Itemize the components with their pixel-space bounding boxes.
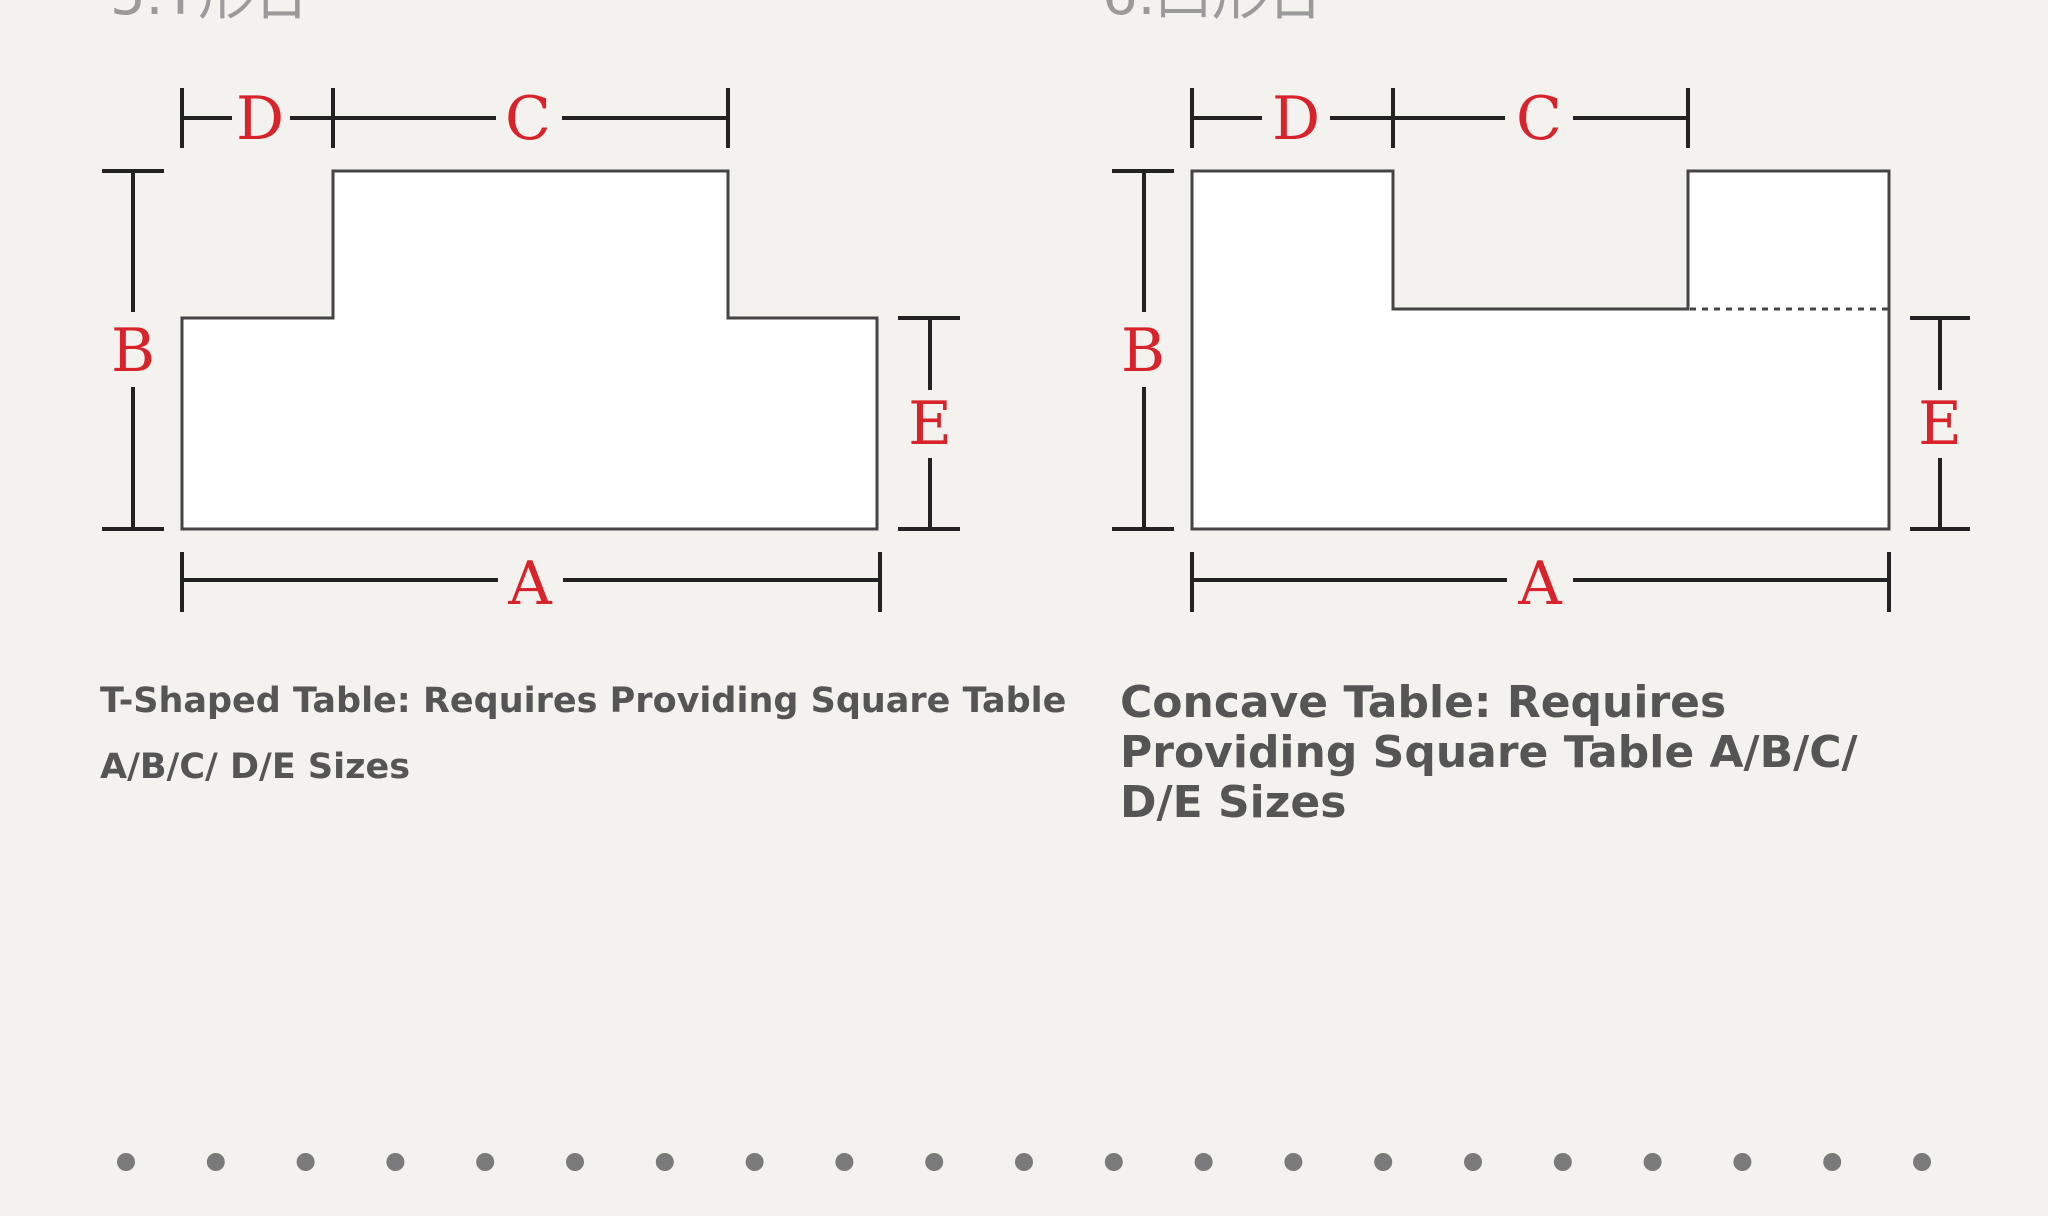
pagination-dot	[925, 1153, 944, 1171]
pagination-dot	[1823, 1153, 1842, 1171]
pagination-dot	[386, 1153, 405, 1171]
t-dim-c	[333, 88, 730, 148]
pagination-dot	[655, 1153, 674, 1171]
concave-label-b: B	[1121, 316, 1165, 386]
t-dim-b	[102, 169, 164, 531]
t-dim-e	[898, 316, 960, 531]
pagination-dot	[566, 1153, 584, 1171]
heading-t-shape: 5.T形台	[110, 0, 310, 28]
pagination-dot	[835, 1153, 854, 1171]
pagination-dot	[1733, 1153, 1752, 1171]
concave-label-a: A	[1517, 549, 1562, 619]
pagination-dot	[1104, 1153, 1123, 1171]
concave-label-d: D	[1272, 84, 1320, 154]
pagination-dot	[1643, 1153, 1662, 1171]
concave-diagram: D C B E A	[1112, 84, 1970, 619]
pagination-dot	[1194, 1153, 1213, 1171]
concave-dim-b	[1112, 169, 1174, 531]
pagination-dot	[206, 1153, 225, 1171]
t-label-b: B	[111, 316, 155, 386]
caption-concave: Concave Table: Requires Providing Square…	[1120, 677, 1858, 828]
t-dim-a	[180, 552, 882, 612]
pagination-dot	[1015, 1153, 1033, 1171]
t-shape-outline	[180, 169, 879, 531]
concave-dim-e	[1910, 316, 1970, 531]
concave-dim-a	[1190, 552, 1891, 612]
t-shape-diagram: D C B E A	[102, 84, 960, 619]
pagination-dots	[117, 1153, 1931, 1171]
pagination-dot	[1464, 1153, 1482, 1171]
heading-concave: 6.凹形台	[1102, 0, 1323, 28]
t-label-e: E	[908, 389, 952, 459]
pagination-dot	[1374, 1153, 1393, 1171]
t-label-a: A	[507, 549, 552, 619]
pagination-dot	[745, 1153, 764, 1171]
concave-label-c: C	[1516, 84, 1562, 154]
t-dim-d	[180, 88, 335, 148]
pagination-dot	[117, 1153, 135, 1171]
pagination-dot	[1913, 1153, 1931, 1171]
pagination-dot	[1284, 1153, 1303, 1171]
concave-dim-c	[1393, 88, 1690, 148]
pagination-dot	[476, 1153, 495, 1171]
t-label-c: C	[505, 84, 551, 154]
pagination-dot	[1553, 1153, 1572, 1171]
t-label-d: D	[236, 84, 284, 154]
pagination-dot	[296, 1153, 315, 1171]
caption-t-shape: T-Shaped Table: Requires Providing Squar…	[100, 681, 1067, 787]
concave-outline	[1190, 169, 1891, 531]
concave-label-e: E	[1918, 389, 1962, 459]
